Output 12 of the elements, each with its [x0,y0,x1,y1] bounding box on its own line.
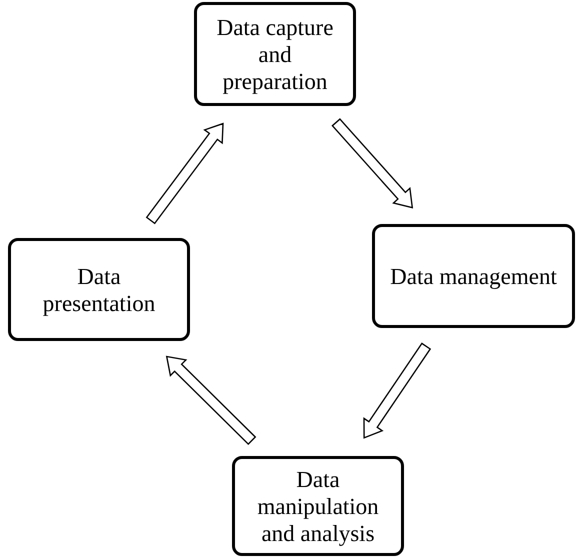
process-box [372,224,575,328]
box-label: Data management [390,262,557,290]
process-box [232,456,404,556]
hollow-arrow [146,122,224,224]
box-label: Data capture and preparation [216,14,334,94]
process-box [8,238,190,341]
hollow-arrow [166,356,256,446]
process-box [194,2,356,106]
hollow-arrow [363,342,432,439]
box-label: Data manipulation and analysis [256,466,380,546]
box-label: Data presentation [42,262,156,316]
hollow-arrow [331,118,414,208]
